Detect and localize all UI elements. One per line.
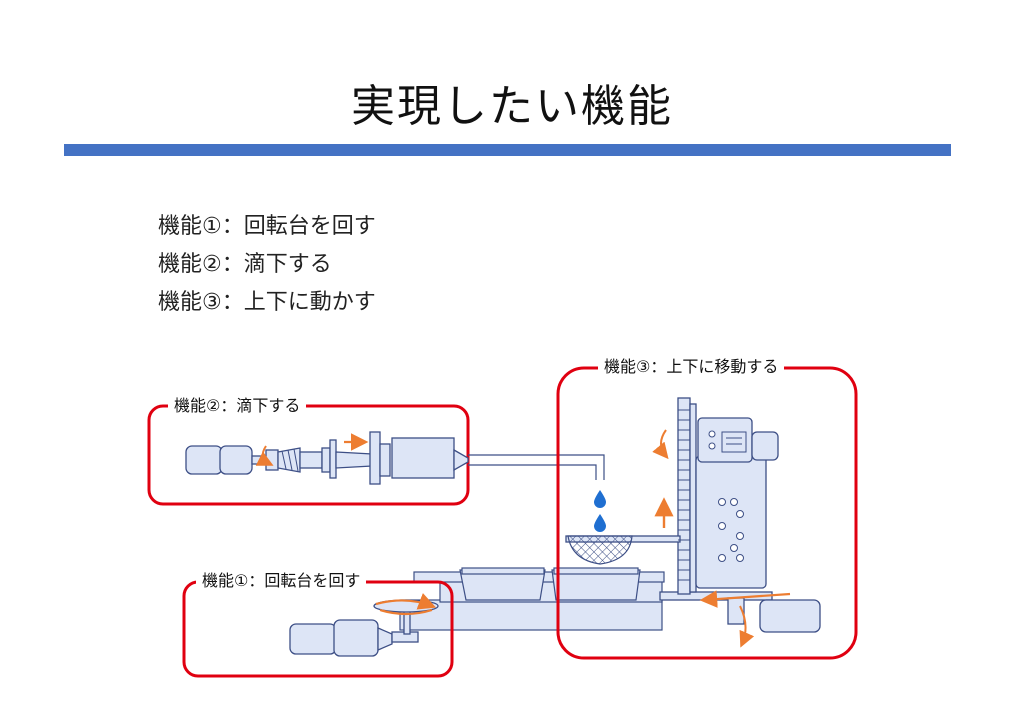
rack-teeth bbox=[678, 409, 690, 581]
title-underline-bar bbox=[64, 144, 951, 156]
board-connector bbox=[721, 431, 747, 453]
pump-screw-coils bbox=[281, 448, 299, 472]
function-3-label: 機能③：上下に移動する bbox=[598, 357, 785, 377]
feature-item-rotate: 機能①：回転台を回す bbox=[158, 214, 376, 239]
function-1-label: 機能①：回転台を回す bbox=[196, 571, 367, 591]
base-slide-arrow bbox=[699, 590, 791, 608]
strainer-cup bbox=[567, 535, 633, 565]
page-title: 実現したい機能 bbox=[351, 81, 673, 132]
feature-list: 機能①：回転台を回す 機能②：滴下する 機能③：上下に動かす bbox=[158, 208, 376, 322]
drip-tube bbox=[468, 454, 605, 480]
drip-gear-rotation-arrow bbox=[255, 445, 274, 466]
function-2-label: 機能②：滴下する bbox=[168, 396, 307, 416]
lift-gear-rotation-arrow bbox=[652, 429, 669, 460]
water-drop-icon bbox=[594, 490, 606, 508]
base-gear-rotation-arrow bbox=[739, 605, 755, 648]
water-drop-icon bbox=[594, 514, 606, 532]
feature-item-drip: 機能②：滴下する bbox=[158, 252, 332, 277]
turntable-rotation-arrow bbox=[375, 593, 437, 610]
stepper-holes bbox=[708, 430, 744, 562]
drip-pump-assembly bbox=[185, 431, 469, 485]
turntable-platform bbox=[399, 567, 665, 631]
feature-item-lift: 機能③：上下に動かす bbox=[158, 290, 376, 315]
